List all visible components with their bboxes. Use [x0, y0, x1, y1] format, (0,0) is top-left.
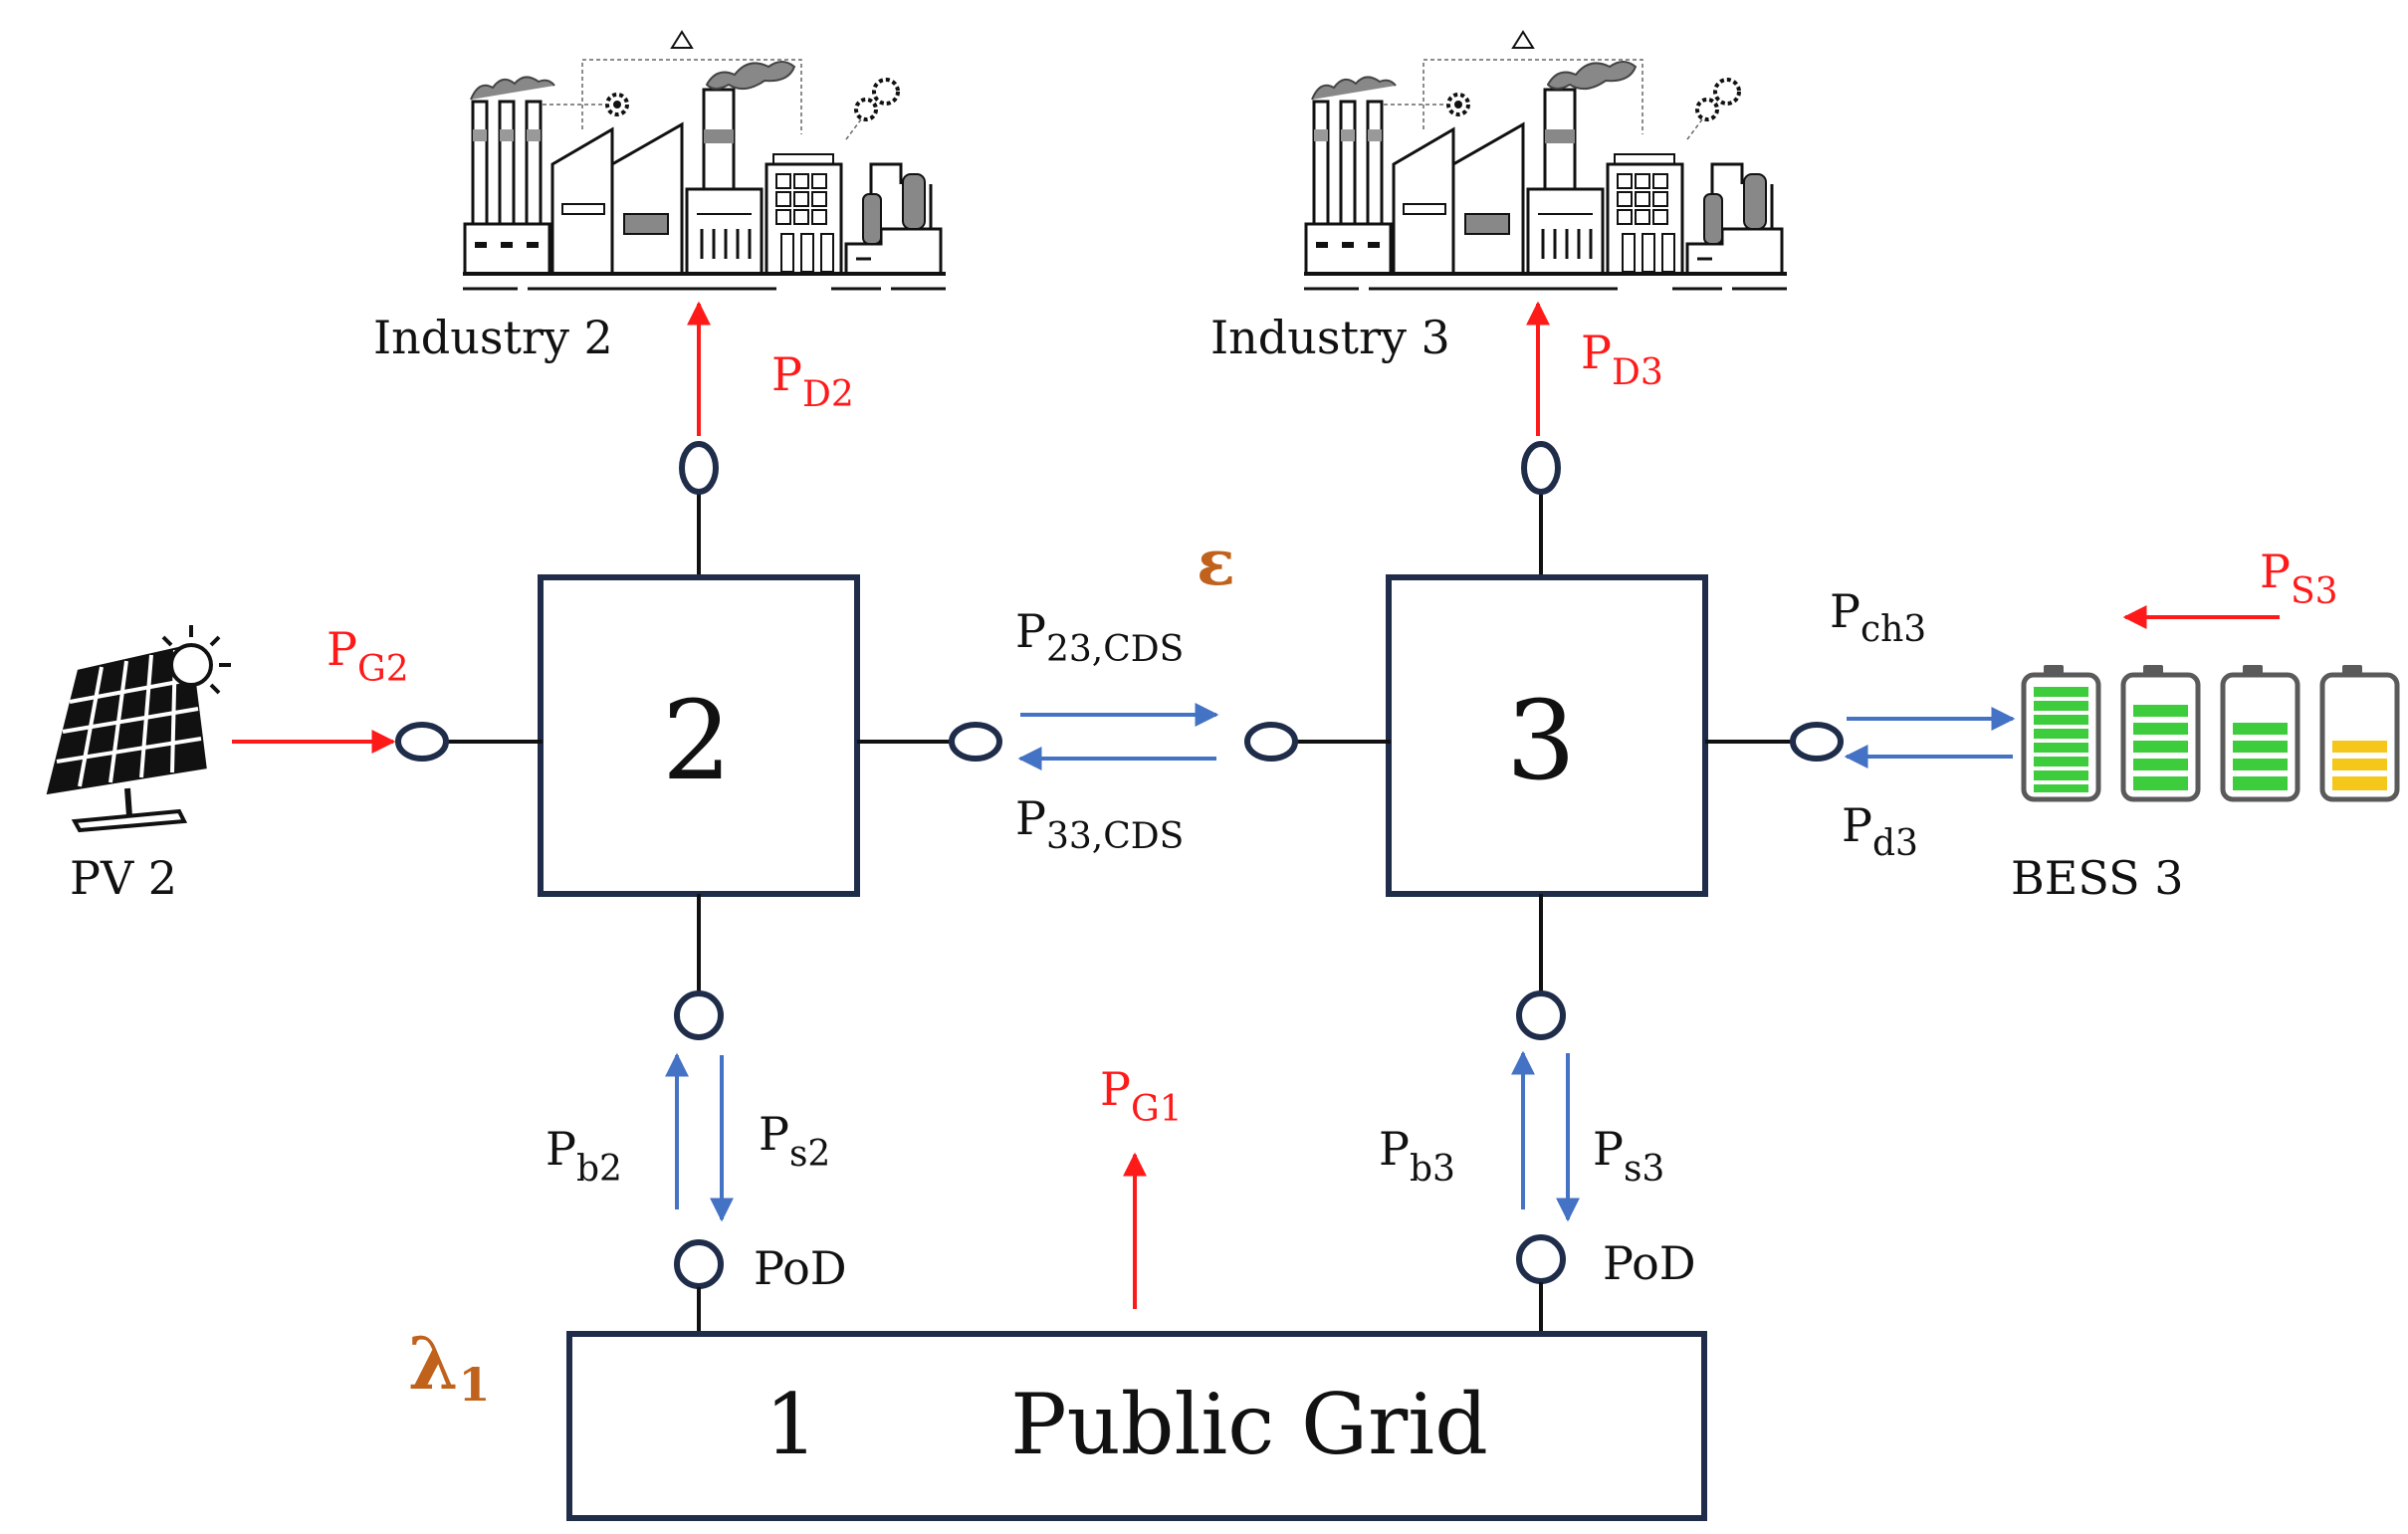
- pg2-label: PG2: [327, 622, 409, 690]
- epsilon-symbol: ε: [1197, 526, 1235, 600]
- public-grid-number: 1: [765, 1376, 817, 1473]
- pod-label-right: PoD: [1603, 1236, 1696, 1290]
- connector-node: [1521, 441, 1561, 495]
- public-grid-label: Public Grid: [1010, 1376, 1488, 1473]
- connector-node: [949, 722, 1002, 762]
- p23-label: P23,CDS: [1015, 604, 1184, 670]
- lambda-symbol: λ1: [408, 1321, 491, 1412]
- connector-node: [1244, 722, 1298, 762]
- pd3-label: PD3: [1581, 326, 1663, 393]
- industry2-label: Industry 2: [373, 311, 613, 364]
- node-3-label: 3: [1506, 677, 1576, 804]
- ps3-red-label: PS3: [2260, 545, 2338, 612]
- battery-icon: [2024, 665, 2098, 799]
- pb2-label: Pb2: [546, 1122, 622, 1190]
- public-grid-box: [566, 1331, 1707, 1521]
- pg1-label: PG1: [1100, 1062, 1183, 1130]
- node-2-label: 2: [662, 677, 732, 804]
- solar-panel-icon: [46, 625, 231, 833]
- ps2-label: Ps2: [759, 1107, 830, 1175]
- connector-node: [1516, 990, 1566, 1040]
- bess3-label: BESS 3: [2011, 851, 2184, 905]
- connector-node: [395, 722, 449, 762]
- pd3-small-label: Pd3: [1842, 798, 1918, 864]
- battery-icon: [2123, 665, 2198, 799]
- pch3-label: Pch3: [1830, 584, 1926, 650]
- pb3-label: Pb3: [1379, 1122, 1455, 1190]
- pd2-label: PD2: [771, 347, 854, 415]
- pod-label-left: PoD: [754, 1241, 847, 1295]
- connector-node: [674, 990, 724, 1040]
- industry3-label: Industry 3: [1210, 311, 1450, 364]
- pod-connector: [1516, 1234, 1566, 1284]
- ps3-label: Ps3: [1593, 1122, 1664, 1190]
- pod-connector: [674, 1239, 724, 1289]
- battery-icon: [2322, 665, 2397, 799]
- factory-icon: [1302, 30, 1789, 291]
- battery-icon: [2223, 665, 2298, 799]
- factory-icon: [461, 30, 948, 291]
- connector-node: [679, 441, 719, 495]
- node-3-box: [1386, 574, 1708, 897]
- p33-label: P33,CDS: [1015, 791, 1184, 857]
- pv2-label: PV 2: [70, 851, 177, 905]
- node-2-box: [538, 574, 860, 897]
- connector-node: [1790, 722, 1844, 762]
